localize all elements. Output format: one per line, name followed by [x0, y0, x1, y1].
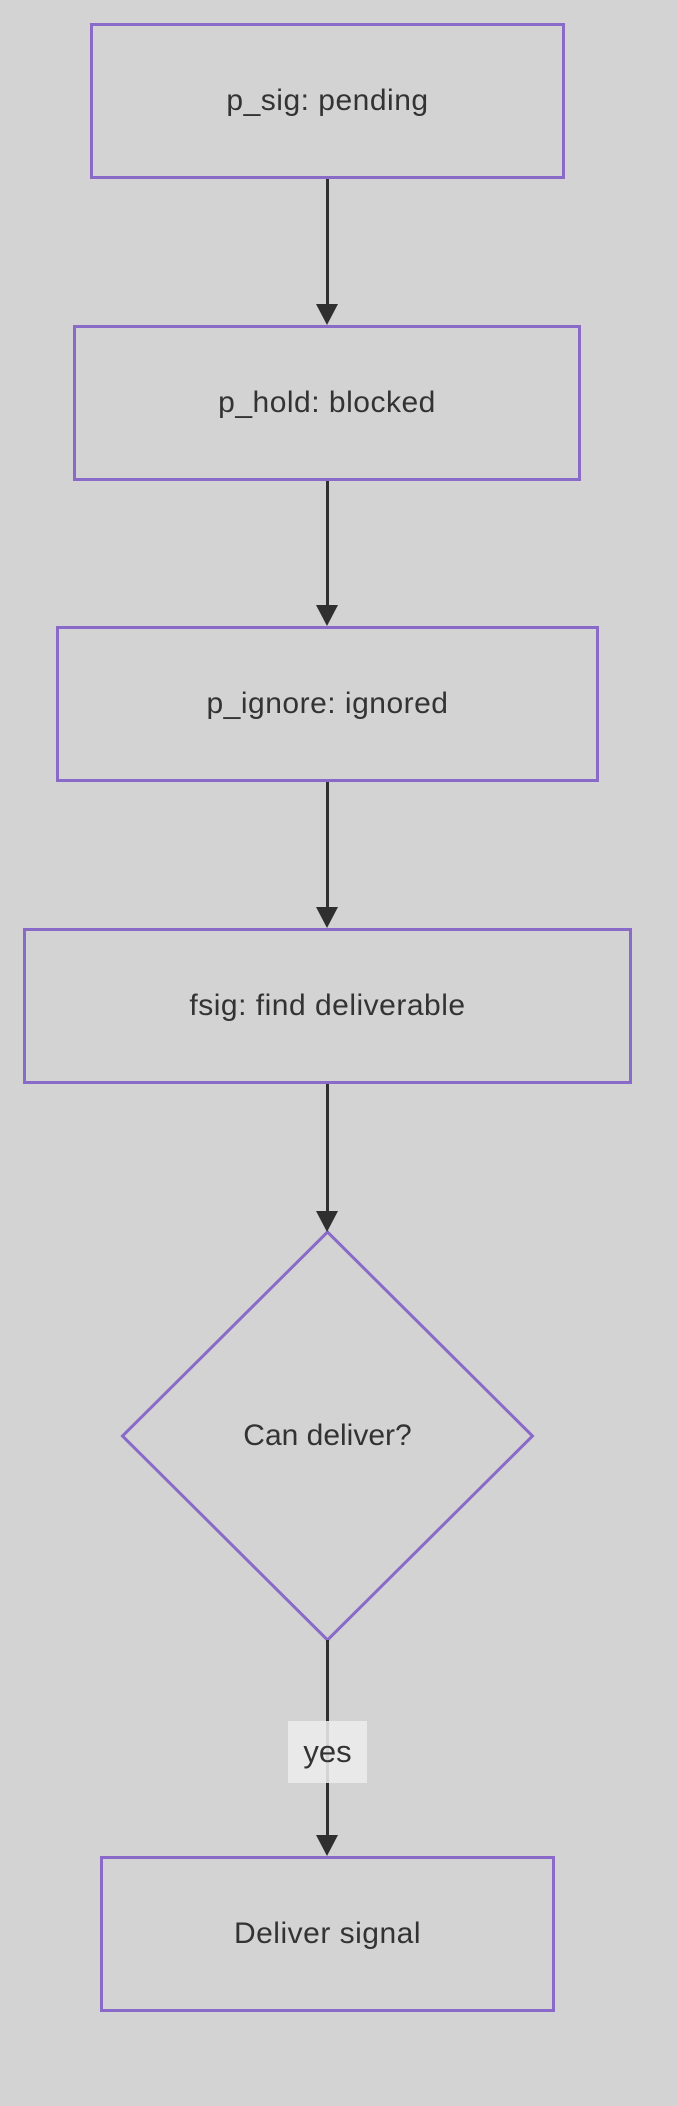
edge-p-ignore-to-fsig [326, 782, 329, 908]
arrowhead-down-icon [316, 907, 338, 928]
edge-p-hold-to-p-ignore [326, 481, 329, 606]
arrowhead-down-icon [316, 1211, 338, 1232]
arrowhead-down-icon [316, 1835, 338, 1856]
arrowhead-down-icon [316, 605, 338, 626]
node-p-hold: p_hold: blocked [73, 325, 581, 481]
node-p-sig-label: p_sig: pending [226, 84, 429, 117]
edge-p-sig-to-p-hold [326, 179, 329, 305]
node-p-sig: p_sig: pending [90, 23, 565, 179]
node-p-ignore: p_ignore: ignored [56, 626, 599, 782]
edge-fsig-to-decision [326, 1084, 329, 1212]
node-p-hold-label: p_hold: blocked [218, 386, 436, 419]
node-fsig-label: fsig: find deliverable [189, 989, 466, 1022]
decision-label: Can deliver? [243, 1419, 412, 1452]
arrowhead-down-icon [316, 304, 338, 325]
node-deliver-signal: Deliver signal [100, 1856, 555, 2012]
node-deliver-signal-label: Deliver signal [233, 1917, 422, 1950]
edge-label-yes: yes [288, 1721, 367, 1783]
node-fsig: fsig: find deliverable [23, 928, 632, 1084]
node-p-ignore-label: p_ignore: ignored [206, 687, 449, 720]
